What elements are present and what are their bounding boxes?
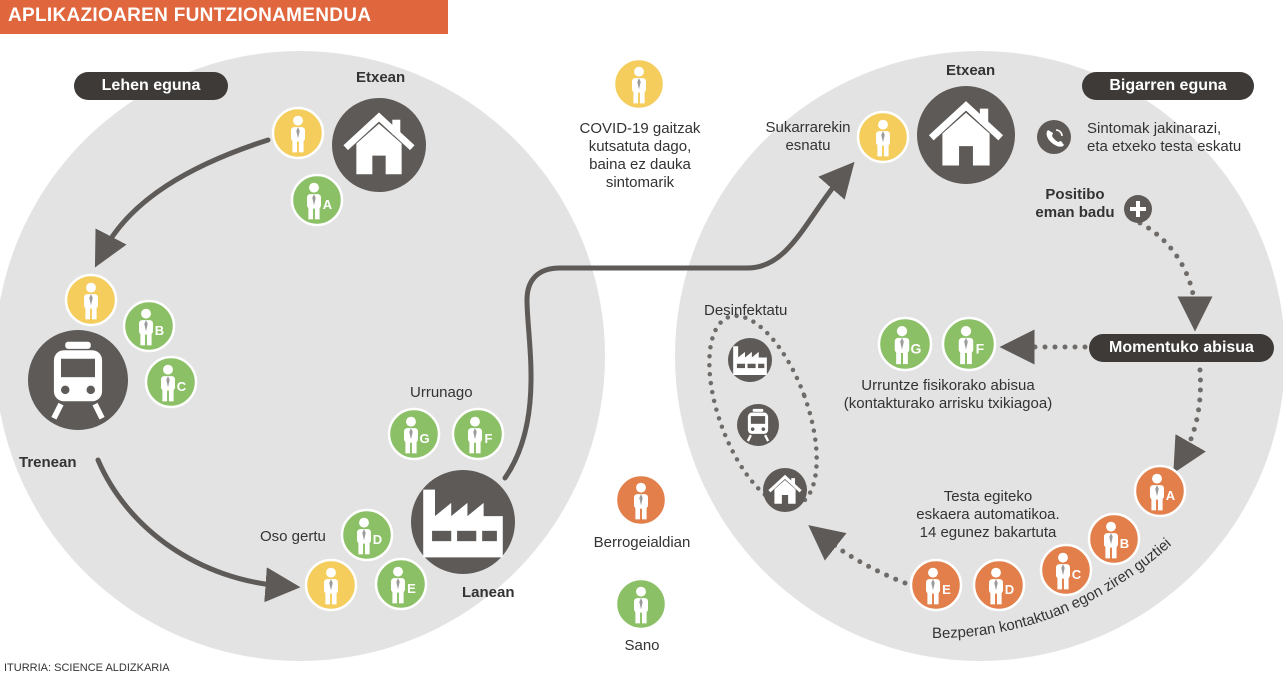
person-letter: D bbox=[1005, 582, 1014, 597]
wake-fever-line: esnatu bbox=[785, 137, 831, 154]
alert-to-test-dots bbox=[1173, 367, 1206, 474]
day-one-home-label: Etxean bbox=[356, 69, 406, 86]
phone-wave bbox=[1055, 129, 1063, 137]
auto-test-line: eskaera automatikoa. bbox=[916, 506, 1060, 523]
disinfect-label: Desinfektatu bbox=[704, 302, 788, 319]
distance-warning-line: (kontakturako arrisku txikiagoa) bbox=[843, 395, 1053, 412]
report-symptoms-label: Sintomak jakinarazi, eta etxeko testa es… bbox=[1087, 120, 1241, 156]
infected-legend-line: baina ez dauka bbox=[589, 156, 691, 173]
instant-alert-badge: Momentuko abisua bbox=[1089, 334, 1274, 362]
close-contact-label: Oso gertu bbox=[260, 528, 326, 545]
person-letter: G bbox=[910, 340, 921, 356]
distance-warning-line: Urruntze fisikorako abisua bbox=[861, 377, 1035, 394]
person-letter: F bbox=[485, 431, 493, 446]
person-letter: B bbox=[155, 323, 164, 338]
person-letter: A bbox=[323, 197, 333, 212]
far-contact-label: Urrunago bbox=[410, 384, 473, 401]
person-letter: D bbox=[373, 532, 382, 547]
person-letter: C bbox=[177, 379, 187, 394]
report-symptoms-line: eta etxeko testa eskatu bbox=[1087, 138, 1242, 155]
positive-test-line: eman badu bbox=[1035, 204, 1115, 221]
person-letter: E bbox=[407, 581, 416, 596]
person-letter: G bbox=[419, 431, 429, 446]
person-letter: F bbox=[976, 340, 985, 356]
wake-fever-line: Sukarrarekin bbox=[765, 119, 851, 136]
contacts-to-disinfect-dots bbox=[808, 525, 908, 586]
day-one-badge: Lehen eguna bbox=[74, 72, 228, 100]
work-to-next-day-arrow bbox=[502, 161, 855, 481]
home-to-train-arrow bbox=[94, 137, 271, 268]
train-label: Trenean bbox=[19, 454, 77, 471]
person-letter: C bbox=[1072, 567, 1082, 582]
title-banner: APLIKAZIOAREN FUNTZIONAMENDUA bbox=[0, 0, 448, 34]
plus-icon bbox=[1130, 201, 1146, 217]
healthy-legend-text: Sano bbox=[624, 637, 660, 654]
auto-test-line: Testa egiteko bbox=[943, 488, 1033, 505]
report-symptoms-line: Sintomak jakinarazi, bbox=[1087, 120, 1222, 137]
work-label: Lanean bbox=[462, 584, 515, 601]
infected-legend-line: kutsatuta dago, bbox=[588, 138, 692, 155]
auto-test-line: 14 egunez bakartuta bbox=[919, 524, 1057, 541]
person-letter: A bbox=[1166, 488, 1176, 503]
positive-to-alert-dots bbox=[1137, 220, 1213, 332]
wake-fever-label: Sukarrarekin esnatu bbox=[758, 119, 858, 155]
quarantine-legend-text: Berrogeialdian bbox=[593, 534, 691, 551]
source-credit: ITURRIA: SCIENCE ALDIZKARIA bbox=[4, 662, 170, 673]
infected-legend-text: COVID-19 gaitzak kutsatuta dago, baina e… bbox=[570, 120, 710, 192]
person-letter: B bbox=[1120, 536, 1129, 551]
day-two-badge: Bigarren eguna bbox=[1082, 72, 1254, 100]
day-two-home-label: Etxean bbox=[946, 62, 996, 79]
positive-test-label: Positibo eman badu bbox=[1028, 186, 1122, 222]
page-title: APLIKAZIOAREN FUNTZIONAMENDUA bbox=[8, 5, 372, 26]
auto-test-label: Testa egiteko eskaera automatikoa. 14 eg… bbox=[900, 488, 1076, 542]
infected-legend-line: sintomarik bbox=[605, 174, 675, 191]
phone-badge bbox=[1037, 120, 1071, 154]
person-letter: E bbox=[942, 582, 951, 597]
train-to-work-arrow bbox=[95, 457, 301, 603]
distance-warning-label: Urruntze fisikorako abisua (kontakturako… bbox=[810, 377, 1086, 413]
infected-legend-line: COVID-19 gaitzak bbox=[579, 120, 701, 137]
phone-icon bbox=[1046, 130, 1064, 147]
positive-test-line: Positibo bbox=[1045, 186, 1105, 203]
